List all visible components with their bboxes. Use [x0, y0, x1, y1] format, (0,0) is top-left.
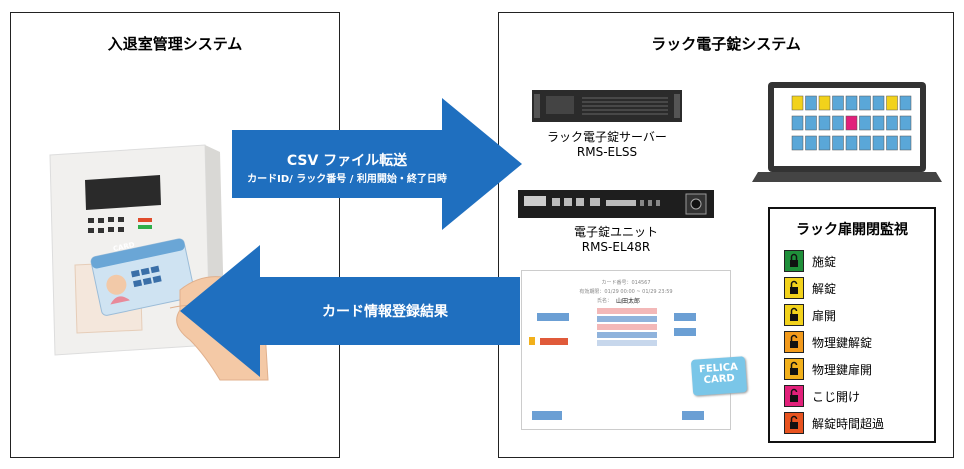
rack-cell	[872, 115, 885, 131]
legend-label: 施錠	[812, 254, 837, 269]
csv-transfer-title: CSV ファイル転送	[286, 153, 408, 169]
forced-open-icon	[784, 385, 804, 407]
felica-card: FELICA CARD	[690, 356, 748, 396]
csv-transfer-detail: カードID/ ラック番号 / 利用開始・終了日時	[247, 174, 447, 185]
rack-cell	[859, 95, 871, 111]
screen-owner-name: 山田太郎	[616, 298, 641, 305]
screen-alert-button	[540, 338, 568, 345]
door-monitor-legend: ラック扉開閉監視 施錠 解錠 扉開 物理鍵解錠 物理鍵扉開 こじ開け 解錠時間超…	[768, 207, 936, 443]
legend-item: 物理鍵扉開	[784, 357, 872, 381]
csv-transfer-arrow	[232, 98, 522, 230]
rack-cell	[859, 115, 871, 131]
legend-item: 扉開	[784, 303, 836, 327]
rack-cell	[818, 95, 831, 111]
server-model: RMS-ELSS	[576, 145, 638, 159]
rack-cell	[832, 135, 844, 151]
rack-cell	[886, 95, 898, 111]
rack-cell	[886, 135, 898, 151]
rack-cell	[791, 115, 804, 131]
rack-cell	[845, 115, 858, 131]
rack-cell	[899, 95, 912, 111]
legend-label: 解錠時間超過	[812, 416, 885, 431]
key-unlock-icon	[784, 331, 804, 353]
unit-name: 電子錠ユニット	[573, 225, 658, 239]
door-open-icon	[784, 304, 804, 326]
legend-label: 物理鍵扉開	[812, 362, 873, 377]
rack-cell	[805, 135, 817, 151]
rack-cell	[791, 95, 804, 111]
legend-label: 扉開	[812, 308, 837, 323]
rack-cell	[832, 95, 844, 111]
rack-cell	[832, 115, 844, 131]
lock-unit-icon	[518, 190, 714, 218]
rack-cell	[859, 135, 871, 151]
screen-side-button-2	[674, 328, 696, 336]
registration-screen: カード番号：014567 有効期限：01/29 00:00 ~ 01/29 23…	[521, 270, 731, 430]
unit-model: RMS-EL48R	[581, 240, 651, 254]
screen-list	[597, 308, 657, 352]
legend-item: 物理鍵解錠	[784, 330, 872, 354]
legend-item: 施錠	[784, 249, 836, 273]
legend-item: 解錠	[784, 276, 836, 300]
legend-item: 解錠時間超過	[784, 411, 884, 435]
rack-cell	[872, 95, 885, 111]
rack-server-icon	[532, 90, 682, 122]
legend-item: こじ開け	[784, 384, 860, 408]
rack-cell	[805, 115, 817, 131]
rack-cell	[845, 95, 858, 111]
monitor-display	[752, 82, 942, 182]
lock-closed-icon	[784, 250, 804, 272]
rack-cell	[872, 135, 885, 151]
legend-label: 解錠	[812, 281, 837, 296]
screen-lock-icon	[529, 337, 535, 345]
legend-label: こじ開け	[812, 389, 861, 404]
legend-label: 物理鍵解錠	[812, 335, 873, 350]
unlock-timeout-icon	[784, 412, 804, 434]
key-door-open-icon	[784, 358, 804, 380]
registration-result-label: カード情報登録結果	[322, 304, 448, 320]
legend-title: ラック扉開閉監視	[796, 222, 908, 238]
screen-bottom-button-right	[682, 411, 704, 420]
rack-cell	[845, 135, 858, 151]
rack-cell	[791, 135, 804, 151]
left-panel-title: 入退室管理システム	[107, 35, 243, 53]
lock-open-icon	[784, 277, 804, 299]
screen-bottom-button-left	[532, 411, 562, 420]
screen-card-number: カード番号：014567	[601, 280, 651, 286]
screen-owner-label: 氏名：	[597, 298, 613, 304]
server-name: ラック電子錠サーバー	[547, 130, 667, 144]
screen-side-button-1	[674, 313, 696, 321]
rack-cell	[818, 135, 831, 151]
rack-cell	[899, 135, 912, 151]
screen-button	[537, 313, 569, 321]
rack-cell	[886, 115, 898, 131]
rack-cell	[818, 115, 831, 131]
screen-validity: 有効期限：01/29 00:00 ~ 01/29 23:59	[579, 289, 673, 295]
rack-cell	[899, 115, 912, 131]
rack-cell	[805, 95, 817, 111]
registration-result-arrow	[180, 245, 520, 377]
right-panel-title: ラック電子錠システム	[651, 35, 801, 53]
